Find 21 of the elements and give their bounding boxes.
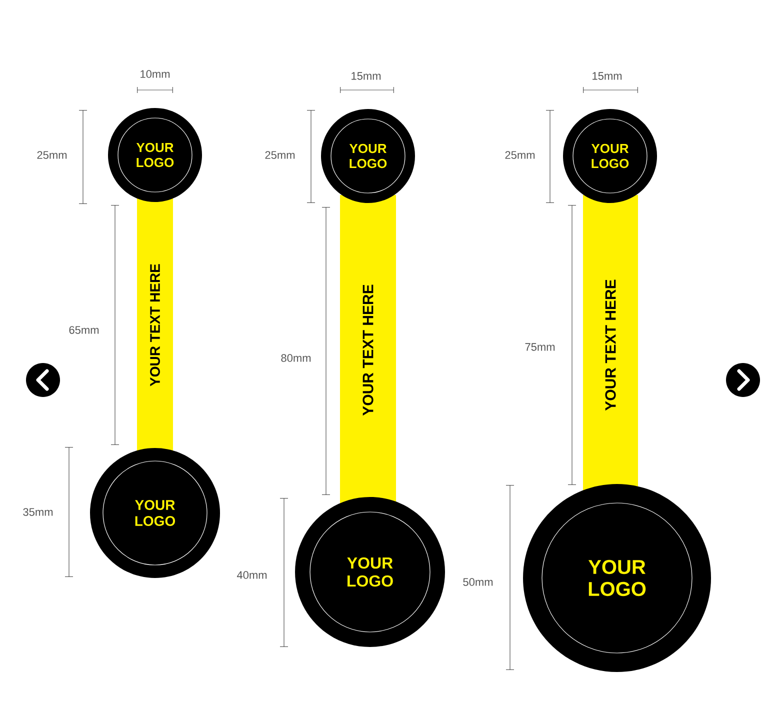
end-disc: YOUR LOGO	[90, 448, 220, 578]
dimension-label: 25mm	[37, 151, 67, 159]
dimension-label: 50mm	[463, 578, 493, 586]
end-disc: YOUR LOGO	[563, 109, 657, 203]
dimension-label: 25mm	[505, 151, 535, 159]
dimension-label: 15mm	[352, 72, 381, 80]
dimension-label: 15mm	[592, 72, 622, 80]
dimension-label: 80mm	[281, 354, 311, 362]
end-disc: YOUR LOGO	[295, 497, 445, 647]
strap: YOUR TEXT HERE	[137, 195, 173, 455]
end-disc: YOUR LOGO	[321, 109, 415, 203]
dimension-label: 10mm	[140, 70, 170, 78]
dimension-label: 65mm	[69, 326, 99, 334]
end-disc: YOUR LOGO	[108, 108, 202, 202]
dimension-label: 35mm	[23, 508, 53, 516]
dimension-label: 40mm	[236, 571, 267, 579]
dimension-label: 25mm	[265, 151, 295, 159]
dimension-label: 75mm	[525, 343, 555, 351]
end-disc: YOUR LOGO	[523, 484, 711, 672]
strap: YOUR TEXT HERE	[583, 195, 638, 495]
strap: YOUR TEXT HERE	[340, 195, 396, 505]
